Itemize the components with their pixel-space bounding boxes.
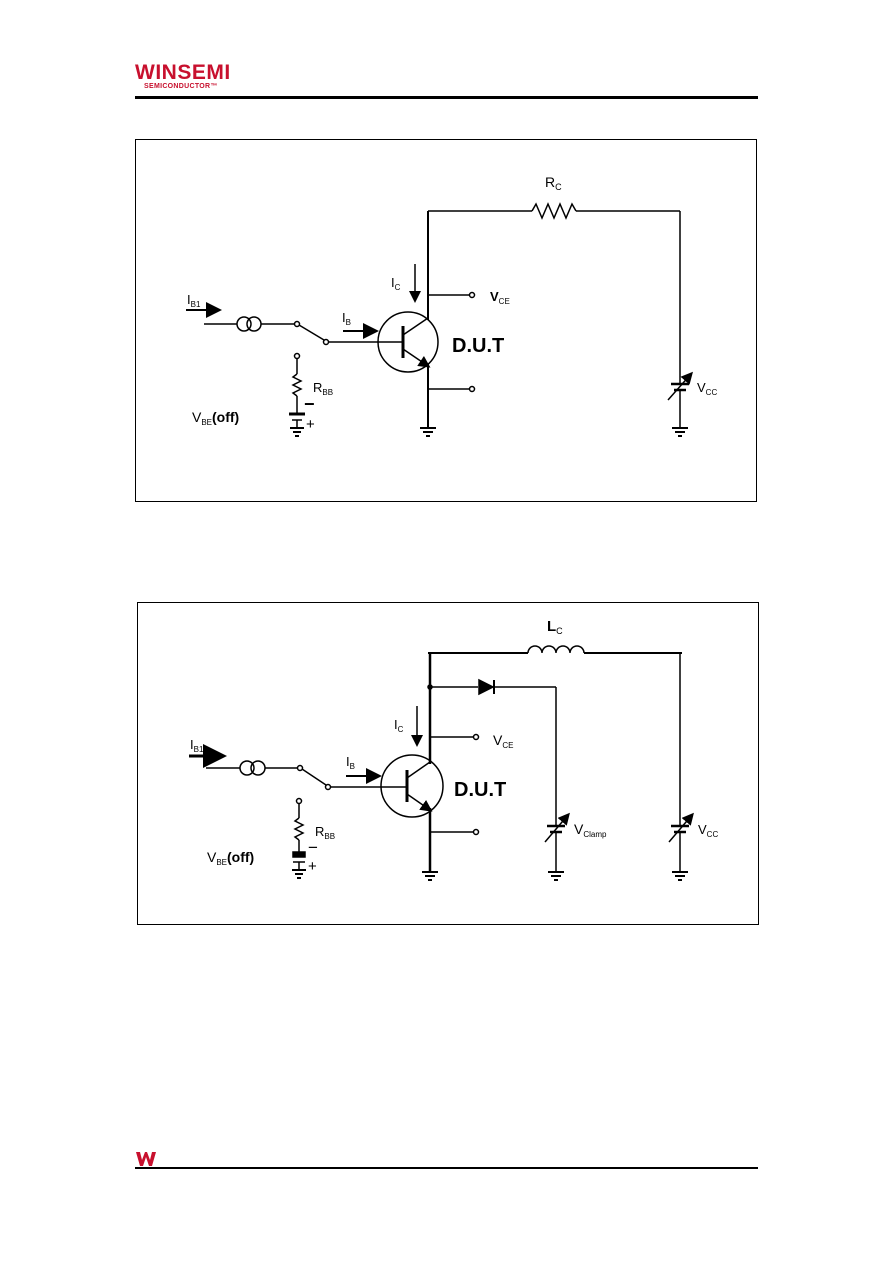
rbb-label: RBB [315,824,335,841]
logo-subtitle: SEMICONDUCTOR™ [144,83,218,90]
test-circuit-2-frame [137,602,759,925]
logo-wordmark: WINSEMI [135,61,231,84]
vbe-off-label: VBE(off) [207,849,254,867]
ib-label: IB [346,754,355,771]
switch-contact [324,783,332,791]
vce-label: VCE [493,732,513,750]
switch-blade [298,324,325,341]
ic-label: IC [391,275,401,292]
dut-label: D.U.T [452,335,504,357]
emitter-lead [402,348,431,368]
emitter-lead [406,793,433,812]
vclamp-variable-arrow [544,812,570,843]
current-source-coil-2 [250,760,266,776]
current-source-coil-2 [246,316,262,332]
vbe-off-label: VBE(off) [192,409,239,427]
rbb-terminal [295,797,303,805]
resistor-rbb [291,373,303,397]
current-source-coil-1 [236,316,252,332]
vclamp-label: VClamp [574,821,607,839]
circuit-1 [186,202,693,437]
current-source-coil-1 [239,760,255,776]
winsemi-footer-icon [136,1152,156,1166]
vcc-variable-arrow [668,812,694,843]
lc-label: LC [547,618,563,636]
battery-plate-long [292,851,306,858]
rc-label: RC [545,174,562,192]
vce-terminal [468,291,476,299]
collector-lead [406,761,431,779]
battery-plus: + [308,858,317,875]
battery-minus: − [308,838,318,857]
winsemi-logo: WINSEMI SEMICONDUCTOR™ [135,62,231,91]
switch-pivot [296,764,304,772]
rbb-label: RBB [313,380,333,397]
battery-plus: + [306,416,315,433]
circuit-2-labels: LC IC VCE IB1 IB D.U.T RBB VBE(off) − + … [190,618,718,875]
dut-label: D.U.T [454,779,506,801]
vcc-label: VCC [698,822,718,839]
vcc-variable-arrow [667,371,693,401]
switch-blade [301,768,327,786]
test-circuit-1-frame [135,139,757,502]
ic-label: IC [394,717,404,734]
collector-resistor-rc [531,202,577,220]
switch-contact [322,338,330,346]
ib1-label: IB1 [187,292,201,309]
vce-terminal [472,733,480,741]
emitter-terminal [472,828,480,836]
battery-minus: − [304,394,315,414]
transistor-body [380,754,444,818]
vcc-label: VCC [697,380,717,397]
ib1-label: IB1 [190,737,204,754]
circuit-2 [189,645,694,881]
switch-pivot [293,320,301,328]
emitter-terminal [468,385,476,393]
circuit-1-labels: RC IC VCE IB1 IB D.U.T RBB VBE(off) − + … [187,174,717,433]
vce-label: VCE [490,289,510,306]
collector-inductor-lc [527,645,585,654]
rbb-terminal [293,352,301,360]
header-rule [135,96,758,99]
resistor-rbb [293,817,305,841]
collector-lead [402,317,429,336]
footer-rule [135,1167,758,1169]
ib-label: IB [342,310,351,327]
clamp-diode [478,678,495,696]
